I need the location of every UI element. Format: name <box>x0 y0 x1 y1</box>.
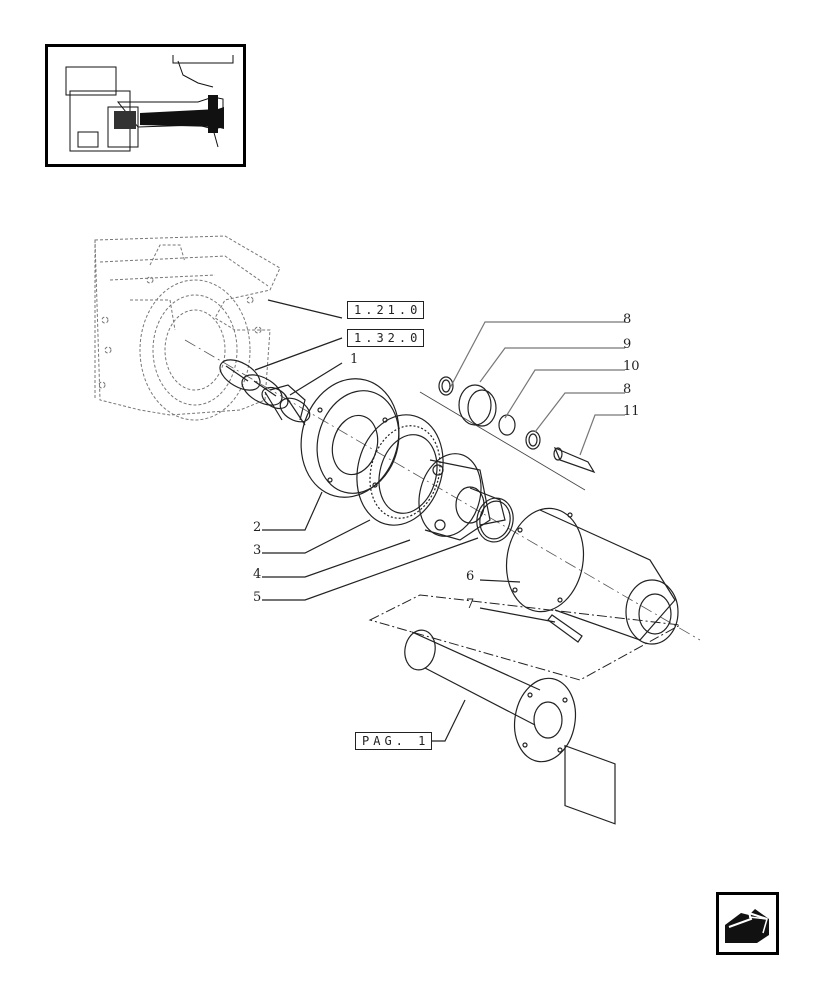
part-1-pinion <box>261 384 311 426</box>
transmission-housing <box>94 235 281 421</box>
callout-5: 5 <box>253 590 262 605</box>
part-11-pin <box>553 446 596 474</box>
callout-4: 4 <box>253 567 262 582</box>
reference-box-page-1[interactable]: PAG. 1 <box>355 732 433 750</box>
callout-6: 6 <box>466 569 475 584</box>
output-shaft <box>404 629 577 763</box>
callout-7: 7 <box>466 597 475 612</box>
part-8-washer <box>438 376 454 396</box>
back-navigation-button[interactable] <box>716 892 779 955</box>
part-8b-washer <box>525 430 541 450</box>
part-5-snap-ring <box>476 497 514 543</box>
callout-9: 9 <box>623 337 632 352</box>
callout-1: 1 <box>350 352 359 367</box>
planet-pinion-set <box>419 376 596 491</box>
reference-box-1-21-0[interactable]: 1.21.0 <box>347 301 425 319</box>
back-arrow-icon <box>725 909 769 943</box>
part-9-pinion <box>458 384 492 426</box>
callout-10: 10 <box>623 359 640 374</box>
overview-thumbnail[interactable] <box>45 44 246 167</box>
part-4-carrier <box>418 453 506 541</box>
assembly-group-outline <box>368 594 682 681</box>
part-3-ring-gear <box>356 414 444 526</box>
sleeve-1-32 <box>219 359 283 406</box>
callout-11: 11 <box>623 404 640 419</box>
callout-8: 8 <box>623 312 632 327</box>
part-6-pto-housing <box>505 507 679 825</box>
part-2-housing <box>300 378 400 498</box>
reference-box-1-32-0[interactable]: 1.32.0 <box>347 329 425 347</box>
callout-2: 2 <box>253 520 262 535</box>
tractor-transmission-thumbnail-icon <box>65 55 234 152</box>
callout-3: 3 <box>253 543 262 558</box>
part-10-needle-bearing <box>498 414 516 436</box>
part-7-bolt <box>547 614 583 643</box>
callout-8b: 8 <box>623 382 632 397</box>
